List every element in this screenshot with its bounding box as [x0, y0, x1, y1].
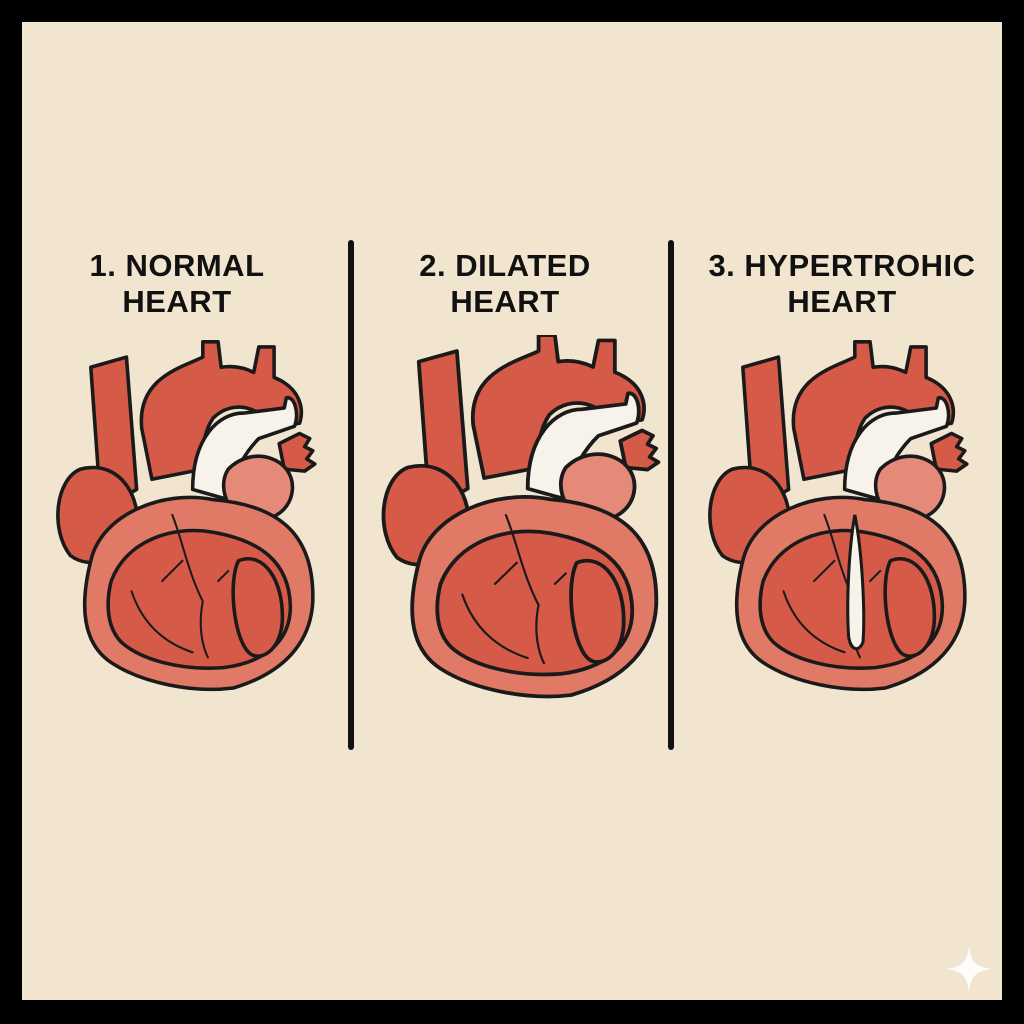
title-line-2: HEART — [787, 284, 897, 319]
title-line-2: HEART — [122, 284, 232, 319]
title-line-1: 2. DILATED — [419, 248, 591, 283]
panel-title-hypertrophic: 3. HYPERTROHIC HEART — [682, 248, 1002, 320]
hypertrophic-heart-illustration — [708, 340, 969, 692]
title-line-1: 1. NORMAL — [89, 248, 265, 283]
title-line-1: 3. HYPERTROHIC — [708, 248, 976, 283]
dilated-heart-illustration — [381, 335, 661, 699]
divider-1 — [348, 240, 354, 750]
sparkle-icon — [946, 946, 992, 992]
panel-title-normal: 1. NORMAL HEART — [17, 248, 337, 320]
panel-title-dilated: 2. DILATED HEART — [345, 248, 665, 320]
divider-2 — [668, 240, 674, 750]
normal-heart-illustration — [56, 340, 317, 692]
title-line-2: HEART — [450, 284, 560, 319]
thickened-septum-cavity — [846, 514, 866, 651]
